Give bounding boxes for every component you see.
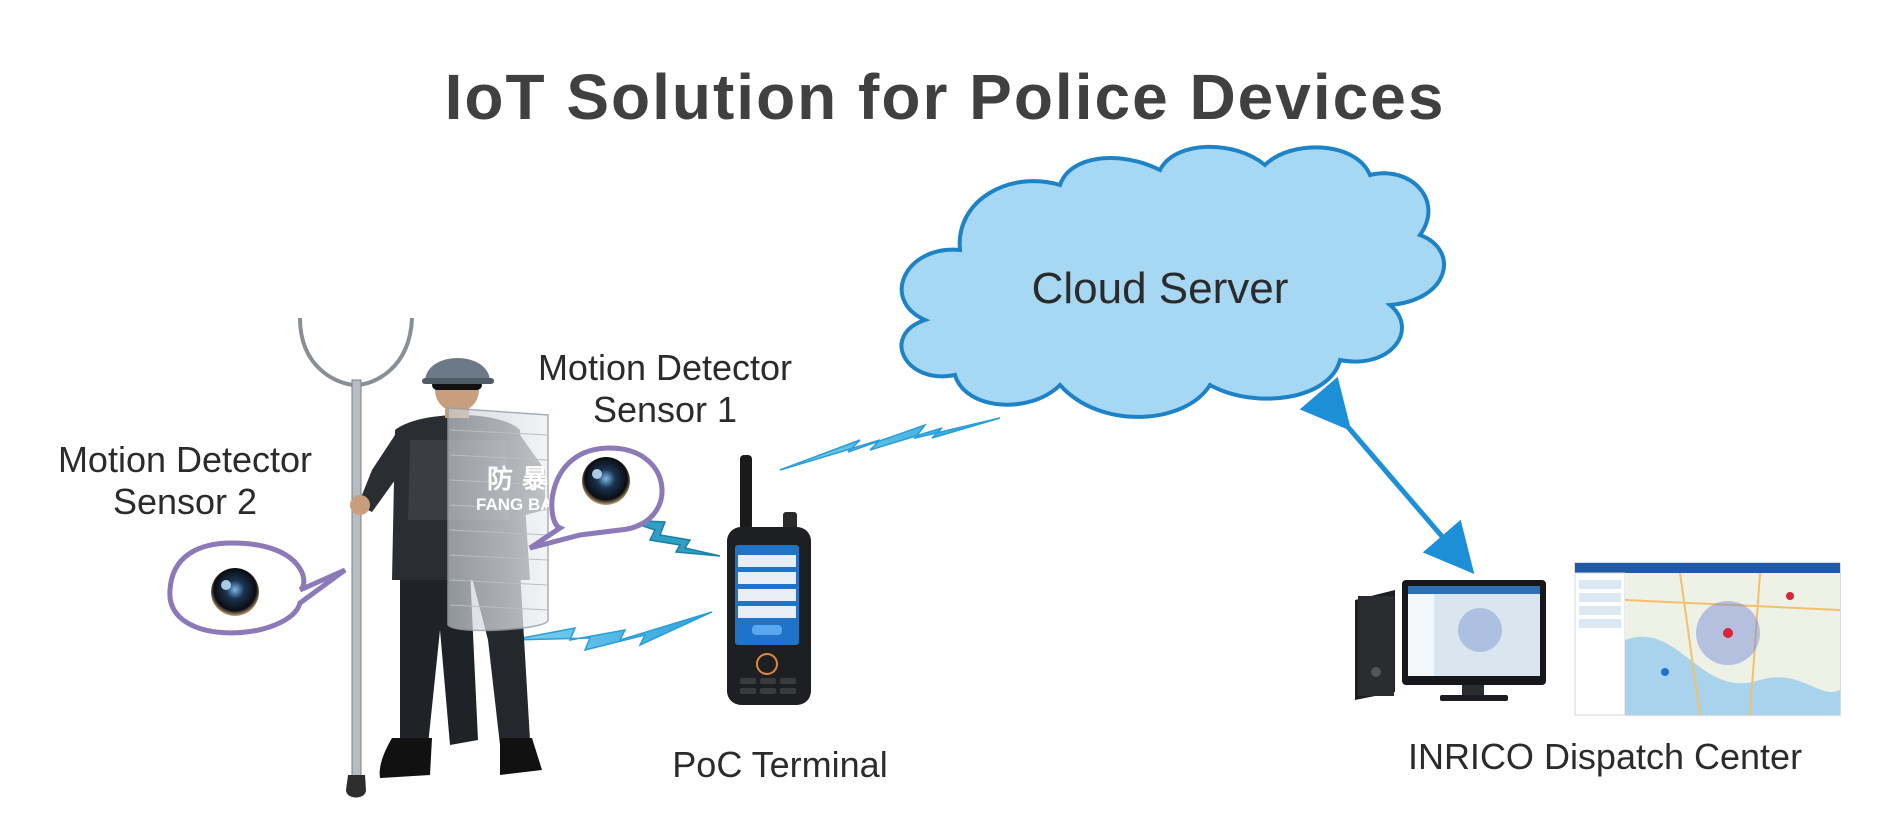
- diagram-title: IoT Solution for Police Devices: [444, 61, 1446, 133]
- sensor2-bubble: [167, 540, 347, 636]
- lightning-icon: [511, 611, 713, 652]
- poc-terminal-label: PoC Terminal: [672, 744, 888, 785]
- dispatch-workstation: [1355, 580, 1546, 701]
- motion-sensor-icon: [582, 457, 630, 505]
- sensor1-bubble: [528, 445, 665, 551]
- sensor2-label: Motion Detector Sensor 2: [30, 439, 340, 523]
- cloud-server-label: Cloud Server: [1031, 264, 1289, 313]
- shield-text: FANG BAO: [476, 495, 566, 514]
- shield-text-cn: 防 暴: [487, 465, 548, 495]
- map-pin-icon: [1723, 628, 1733, 638]
- sensor2-label-line1: Motion Detector: [57, 439, 313, 480]
- sensor1-label-line2: Sensor 1: [592, 389, 738, 430]
- poc-terminal-device: [727, 455, 811, 705]
- map-pin-icon: [1661, 668, 1669, 676]
- lightning-icon: [779, 417, 1001, 471]
- hook-pole: [298, 317, 414, 798]
- motion-sensor-icon: [211, 568, 259, 616]
- lightning-icon: [624, 519, 721, 557]
- dispatch-map-screenshot: [1574, 562, 1841, 716]
- sensor1-label-line1: Motion Detector: [537, 347, 793, 388]
- police-officer: 防 暴 FANG BAO: [350, 358, 566, 778]
- cloud-shape: [899, 144, 1446, 419]
- sensor2-label-line2: Sensor 2: [112, 481, 258, 522]
- sync-arrow: [1299, 376, 1475, 574]
- map-pin-icon: [1786, 592, 1794, 600]
- dispatch-center-label: INRICO Dispatch Center: [1407, 736, 1803, 777]
- sensor1-label: Motion Detector Sensor 1: [505, 347, 825, 431]
